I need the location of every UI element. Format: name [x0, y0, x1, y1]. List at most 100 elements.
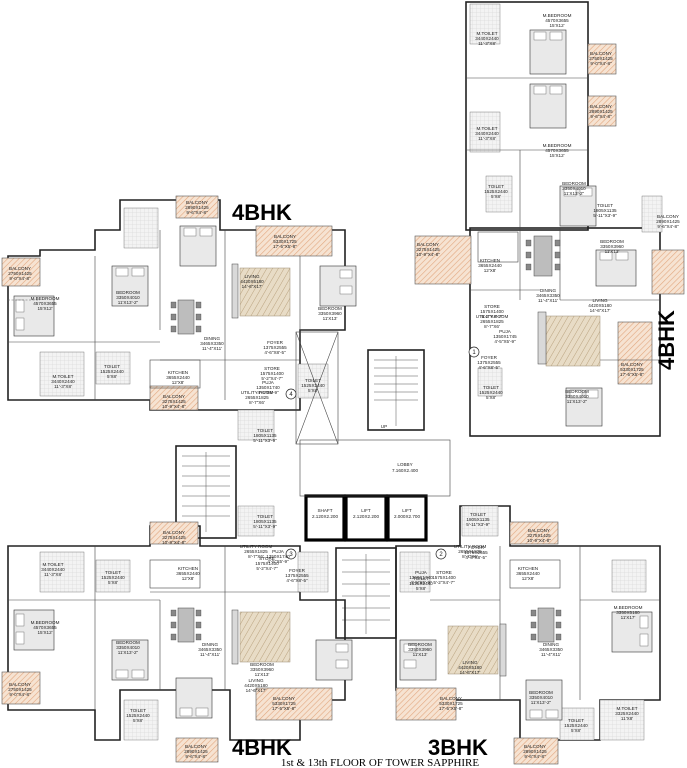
- tr-room-4-ft: 11'-3"X8': [478, 136, 496, 141]
- tr-room-5-dim: 4570X3655: [545, 148, 569, 153]
- shaft-dim: 2.120X2.200: [312, 514, 339, 519]
- bl-room-3-dim: 3440X2440: [41, 567, 65, 572]
- br-room-4-dim: 1375X2555: [464, 550, 488, 555]
- br-room-16-ft: 9'-6"X4'-8": [524, 754, 546, 759]
- tr-room-3-name: BALCONY: [590, 104, 612, 109]
- tr-room-0-name: M.BEDROOM: [543, 13, 572, 18]
- br-sofa: [499, 623, 507, 677]
- tr-toilet-3: [477, 367, 503, 397]
- br-room-11-dim: 3350X3960: [408, 647, 432, 652]
- tr-room-9-dim: 3655X2440: [478, 263, 502, 268]
- tl-room-17-dim: 1805X1135: [253, 433, 277, 438]
- br-bed-2: [399, 639, 437, 681]
- tl-room-5-name: TOILET: [104, 364, 120, 369]
- br-room-2-name: UTILITY ROOM: [454, 544, 487, 549]
- bl-room-2-name: UTILITY ROOM: [240, 544, 273, 549]
- tl-toilet-4: [237, 409, 275, 441]
- bl-room-6-dim: 1350X1740: [266, 554, 290, 559]
- tr-dining-table: [525, 235, 561, 277]
- bl-room-11-ft: 11'X13'-2": [118, 650, 139, 655]
- stair-left: [175, 445, 237, 539]
- tr-bed-4: [595, 249, 637, 287]
- tr-room-6-dim: 1525X2440: [484, 189, 508, 194]
- bl-room-10-dim: 3465X3350: [198, 647, 222, 652]
- br-balcony-3: [513, 737, 559, 765]
- tr-room-8-name: BALCONY: [417, 242, 439, 247]
- tr-sofa: [537, 311, 547, 365]
- tl-room-5-ft: 5'X8': [107, 374, 117, 379]
- br-room-15-ft: 5'X8': [571, 728, 581, 733]
- lobby-dim: 7.160X2.400: [392, 468, 419, 473]
- stair-up-label: UP: [381, 424, 387, 429]
- br-room-15-dim: 1525X2440: [564, 723, 588, 728]
- bl-dining-table: [170, 607, 202, 643]
- tr-room-3-dim: 2890X1425: [589, 109, 613, 114]
- tr-room-18-dim: 1525X2440: [479, 390, 503, 395]
- bl-room-11-dim: 3350X4010: [116, 645, 140, 650]
- tl-room-0-dim: 2890X1425: [185, 205, 209, 210]
- tr-room-8-ft: 10'-9"X4'-8": [416, 252, 440, 257]
- tr-room-16-ft: 8'-7"X6': [484, 324, 500, 329]
- bl-balcony-1: [149, 521, 199, 545]
- bl-sofa: [231, 609, 239, 665]
- tr-bed-5: [565, 387, 603, 427]
- bl-room-6-ft: 4'-5"X5'-9": [267, 559, 289, 564]
- br-balcony-1: [509, 521, 559, 545]
- bl-room-12-dim: 3350X3960: [250, 667, 274, 672]
- bl-room-15-name: BALCONY: [273, 696, 295, 701]
- tl-room-13-ft: 4'-6"X8'-5": [264, 350, 286, 355]
- br-room-7-dim: 1525X2440: [409, 581, 433, 586]
- tl-room-13-dim: 1375X2555: [263, 345, 287, 350]
- br-room-1-dim: 3275X1425: [527, 533, 551, 538]
- br-room-9-ft: 11'X17': [621, 615, 636, 620]
- bl-room-5-name: STORE: [259, 556, 275, 561]
- tl-room-9-dim: 3350X3960: [318, 311, 342, 316]
- br-room-3-ft: 12'X8': [522, 576, 535, 581]
- tl-room-11-dim: 1575X1400: [260, 371, 284, 376]
- tl-room-16-name: BALCONY: [163, 394, 185, 399]
- bl-bed-1: [13, 609, 55, 651]
- bl-room-1-name: TOILET: [257, 514, 273, 519]
- bl-room-12-name: BEDROOM: [250, 662, 274, 667]
- core-labels: LOBBY 7.160X2.400 SHAFT 2.120X2.200 LIFT…: [312, 424, 421, 519]
- br-room-7-name: TOILET: [413, 576, 429, 581]
- tr-room-6-name: TOILET: [488, 184, 504, 189]
- tr-balcony-2: [587, 95, 617, 127]
- tl-room-1-name: BALCONY: [9, 266, 31, 271]
- unit-title-top-right: 4BHK: [654, 310, 679, 370]
- bl-room-13-ft: 14'-6"X17': [246, 688, 267, 693]
- tr-room-1-dim: 3440X2440: [475, 36, 499, 41]
- tl-room-1-dim: 2750X1425: [8, 271, 32, 276]
- br-toilet-3: [611, 559, 647, 593]
- tr-room-16-dim: 2655X1825: [480, 319, 504, 324]
- tl-room-9-name: BEDROOM: [318, 306, 342, 311]
- tl-bed-2: [111, 265, 149, 307]
- lobby-label: LOBBY: [397, 462, 412, 467]
- tr-room-15-name: PUJA: [499, 329, 512, 334]
- tl-room-2-ft: 15'X12': [37, 306, 52, 311]
- br-room-2-ft: 8'-7"X6': [462, 554, 478, 559]
- core: [175, 331, 451, 639]
- tr-living-rug: [545, 315, 601, 367]
- bl-room-4-dim: 3655X2440: [176, 571, 200, 576]
- tl-balcony-4: [149, 385, 199, 411]
- bl-room-13-dim: 4420X5180: [244, 683, 268, 688]
- tr-bed-1: [529, 29, 567, 75]
- tr-room-14-dim: 1575X1400: [480, 309, 504, 314]
- tl-room-12-ft: 4'-5"X5'-9": [257, 390, 279, 395]
- br-room-6-ft: 5'-2"X4'-7": [433, 580, 455, 585]
- tr-room-12-name: BALCONY: [657, 214, 679, 219]
- br-room-15-name: TOILET: [568, 718, 584, 723]
- tr-room-13-name: LIVING: [592, 298, 607, 303]
- br-room-14-dim: 3350X4010: [529, 695, 553, 700]
- tl-room-0-ft: 9'-6"X4'-8": [186, 210, 208, 215]
- tr-room-21-name: TOILET: [597, 203, 613, 208]
- br-toilet-2: [399, 551, 431, 593]
- tl-room-6-dim: 3465X3350: [200, 341, 224, 346]
- tr-room-10-name: DINING: [540, 288, 557, 293]
- stair-lower-treads: [342, 554, 390, 634]
- tl-room-13-name: FOYER: [267, 340, 284, 345]
- unit-title-bottom-left: 4BHK: [232, 735, 292, 760]
- tr-room-4-name: M.TOILET: [476, 126, 497, 131]
- tl-living-rug: [239, 267, 291, 317]
